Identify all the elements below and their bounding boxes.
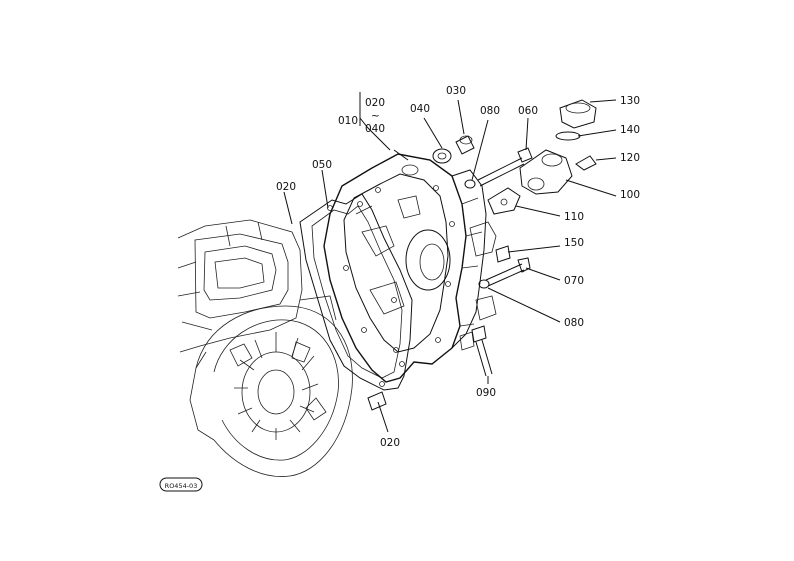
- part-130-cap: [559, 99, 597, 129]
- label-tilde: ~: [371, 110, 380, 122]
- part-060-bolt: [477, 147, 533, 187]
- label-130: 130: [620, 95, 640, 107]
- label-020-group: 020: [365, 97, 385, 109]
- label-110: 110: [564, 211, 584, 223]
- label-070: 070: [564, 275, 584, 287]
- label-060: 060: [518, 105, 538, 117]
- engine-block: [177, 219, 387, 477]
- part-120-bolt: [575, 155, 597, 171]
- part-080-washer-bottom: [478, 279, 490, 289]
- part-150-plug: [495, 245, 511, 263]
- label-020-bottom: 020: [380, 437, 400, 449]
- label-080-bottom: 080: [564, 317, 584, 329]
- part-110-gasket: [487, 187, 521, 215]
- part-100-elbow: [519, 149, 573, 195]
- label-040-group: 040: [365, 123, 385, 135]
- label-010: 010: [338, 115, 358, 127]
- stamp-text: RO454-03: [165, 482, 198, 490]
- part-090-bolt: [471, 325, 493, 377]
- gasket-050: [299, 193, 413, 391]
- part-labels: 010 020 ~ 040 040 030 080 060 130 140 12…: [276, 85, 640, 449]
- label-040: 040: [410, 103, 430, 115]
- label-140: 140: [620, 124, 640, 136]
- part-080-washer-top: [464, 179, 476, 189]
- label-030: 030: [446, 85, 466, 97]
- part-140-oring: [555, 131, 581, 141]
- drawing-reference-stamp: RO454-03: [159, 477, 203, 492]
- label-050: 050: [312, 159, 332, 171]
- label-020-left: 020: [276, 181, 296, 193]
- part-040-oil-seal: [432, 148, 452, 164]
- part-030-bushing: [455, 135, 475, 155]
- label-100: 100: [620, 189, 640, 201]
- label-080-top: 080: [480, 105, 500, 117]
- gear-case-housing: [323, 153, 497, 383]
- part-070-bolt: [485, 257, 531, 287]
- label-090: 090: [476, 387, 496, 399]
- label-150: 150: [564, 237, 584, 249]
- label-120: 120: [620, 152, 640, 164]
- leader-lines: [283, 92, 617, 433]
